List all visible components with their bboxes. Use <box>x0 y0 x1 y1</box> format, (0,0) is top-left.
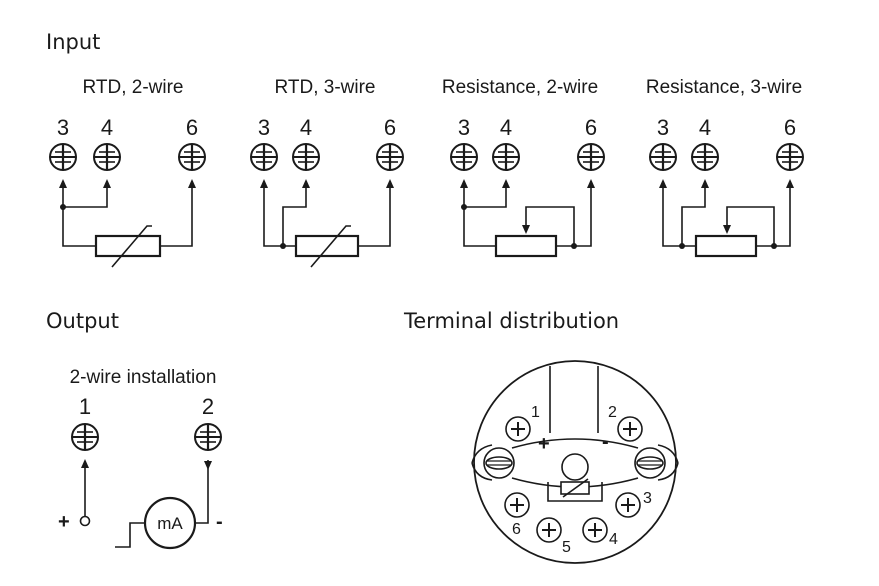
terminal-label: 6 <box>384 115 396 140</box>
mounting-screw-icon <box>634 447 666 479</box>
terminal-label: 3 <box>657 115 669 140</box>
minus-sign: - <box>602 431 609 453</box>
terminal-6-icon <box>504 492 530 518</box>
terminal-label: 6 <box>585 115 597 140</box>
output-caption: 2-wire installation <box>70 367 217 388</box>
terminal-2-icon <box>617 416 643 442</box>
terminal-screw-icon <box>70 422 100 452</box>
minus-sign: - <box>216 511 223 533</box>
wiring-lines <box>460 179 595 249</box>
diagram-caption: Resistance, 2-wire <box>442 77 598 98</box>
plus-sign: + <box>538 433 550 455</box>
terminal-label: 4 <box>500 115 512 140</box>
input-heading: Input <box>46 30 100 54</box>
output-heading: Output <box>46 309 119 333</box>
potentiometer-icon <box>494 234 558 258</box>
terminal-label: 6 <box>512 521 521 538</box>
diagram-caption: Resistance, 3-wire <box>646 77 802 98</box>
sensor-element-icon <box>560 453 590 498</box>
wiring-lines <box>659 179 794 249</box>
diagram-caption: RTD, 2-wire <box>83 77 184 98</box>
terminal-screw-icon <box>291 142 321 172</box>
terminal-label: 6 <box>186 115 198 140</box>
terminal-screw-icon <box>48 142 78 172</box>
terminal-4-icon <box>582 517 608 543</box>
milliammeter-icon: mA <box>143 496 197 550</box>
terminal-distribution-heading: Terminal distribution <box>403 309 619 333</box>
mounting-screw-icon <box>483 447 515 479</box>
terminal-screw-icon <box>449 142 479 172</box>
meter-label: mA <box>157 514 183 533</box>
terminal-screw-icon <box>648 142 678 172</box>
terminal-screw-icon <box>491 142 521 172</box>
terminal-screw-icon <box>375 142 405 172</box>
terminal-label: 3 <box>458 115 470 140</box>
terminal-screw-icon <box>193 422 223 452</box>
input-diagram-rtd-3wire: RTD, 3-wire 3 4 6 <box>249 77 405 268</box>
input-diagram-rtd-2wire: RTD, 2-wire 3 4 6 <box>48 77 207 268</box>
terminal-label: 1 <box>79 394 91 419</box>
terminal-screw-icon <box>249 142 279 172</box>
terminal-label: 4 <box>699 115 711 140</box>
terminal-screw-icon <box>775 142 805 172</box>
rtd-sensor-icon <box>94 225 162 268</box>
potentiometer-icon <box>694 234 758 258</box>
wiring-lines <box>260 179 394 249</box>
terminal-screw-icon <box>92 142 122 172</box>
input-diagram-resistance-2wire: Resistance, 2-wire 3 4 6 <box>442 77 606 258</box>
terminal-5-icon <box>536 517 562 543</box>
terminal-label: 6 <box>784 115 796 140</box>
terminal-label: 3 <box>57 115 69 140</box>
rtd-sensor-icon <box>294 225 360 268</box>
terminal-screw-icon <box>690 142 720 172</box>
terminal-label: 4 <box>609 531 618 548</box>
plus-sign: + <box>58 511 70 533</box>
terminal-label: 3 <box>258 115 270 140</box>
output-diagram-2wire: 2-wire installation 1 2 + - mA <box>58 367 223 550</box>
terminal-label: 1 <box>531 404 540 421</box>
terminal-distribution-diagram: 1 2 3 4 5 6 + - <box>471 360 679 564</box>
wiring-lines <box>79 459 212 548</box>
wiring-lines <box>59 179 196 247</box>
input-diagram-resistance-3wire: Resistance, 3-wire 3 4 6 <box>646 77 805 258</box>
terminal-label: 4 <box>101 115 113 140</box>
terminal-screw-icon <box>576 142 606 172</box>
terminal-screw-icon <box>177 142 207 172</box>
terminal-1-icon <box>505 416 531 442</box>
diagram-caption: RTD, 3-wire <box>275 77 376 98</box>
terminal-label: 2 <box>202 394 214 419</box>
terminal-label: 2 <box>608 404 617 421</box>
terminal-label: 3 <box>643 490 652 507</box>
terminal-label: 5 <box>562 539 571 556</box>
terminal-3-icon <box>615 492 641 518</box>
terminal-label: 4 <box>300 115 312 140</box>
